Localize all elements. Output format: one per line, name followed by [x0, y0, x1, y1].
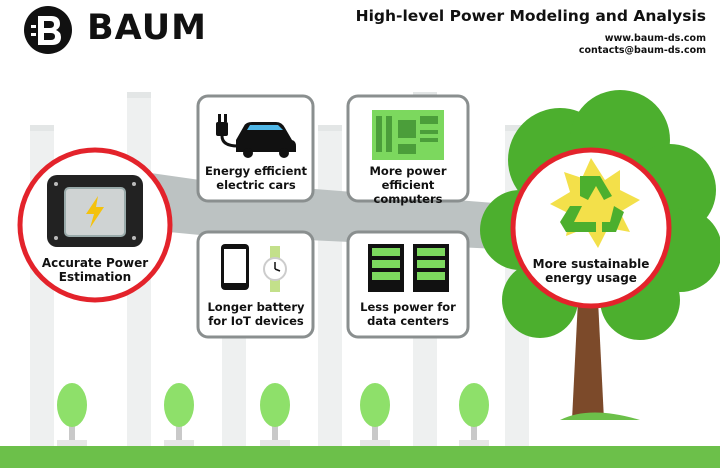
- small-trees: [57, 383, 489, 446]
- card-data-centers-label: Less power for data centers: [360, 300, 456, 328]
- phone-and-watch-icon: [221, 244, 287, 292]
- card-iot-devices: [196, 230, 315, 339]
- server-racks-icon: [368, 244, 449, 292]
- result-label: More sustainable energy usage: [532, 257, 650, 285]
- plug-and-car-icon: [216, 114, 296, 158]
- power-chip-icon: [47, 175, 143, 247]
- email-link[interactable]: contacts@baum-ds.com: [578, 45, 706, 56]
- card-computers-label: More power efficient computers: [369, 164, 447, 206]
- source-label: Accurate Power Estimation: [41, 256, 149, 284]
- motherboard-icon: [372, 110, 444, 160]
- source-circle: [17, 147, 173, 303]
- recycle-icon: [550, 158, 640, 248]
- website-link[interactable]: www.baum-ds.com: [604, 33, 706, 44]
- card-energy-cars-label: Energy efficient electric cars: [204, 164, 308, 192]
- baum-b-logo-icon: [24, 6, 72, 54]
- page-title: High-level Power Modeling and Analysis: [355, 7, 706, 25]
- card-computers: [346, 94, 470, 203]
- card-iot-devices-label: Longer battery for IoT devices: [207, 300, 305, 328]
- result-circle: [510, 147, 672, 309]
- card-energy-cars: [196, 94, 315, 203]
- grass-strip: [0, 446, 720, 468]
- card-data-centers: [346, 230, 470, 339]
- logo-wordmark: BAUM: [87, 8, 207, 48]
